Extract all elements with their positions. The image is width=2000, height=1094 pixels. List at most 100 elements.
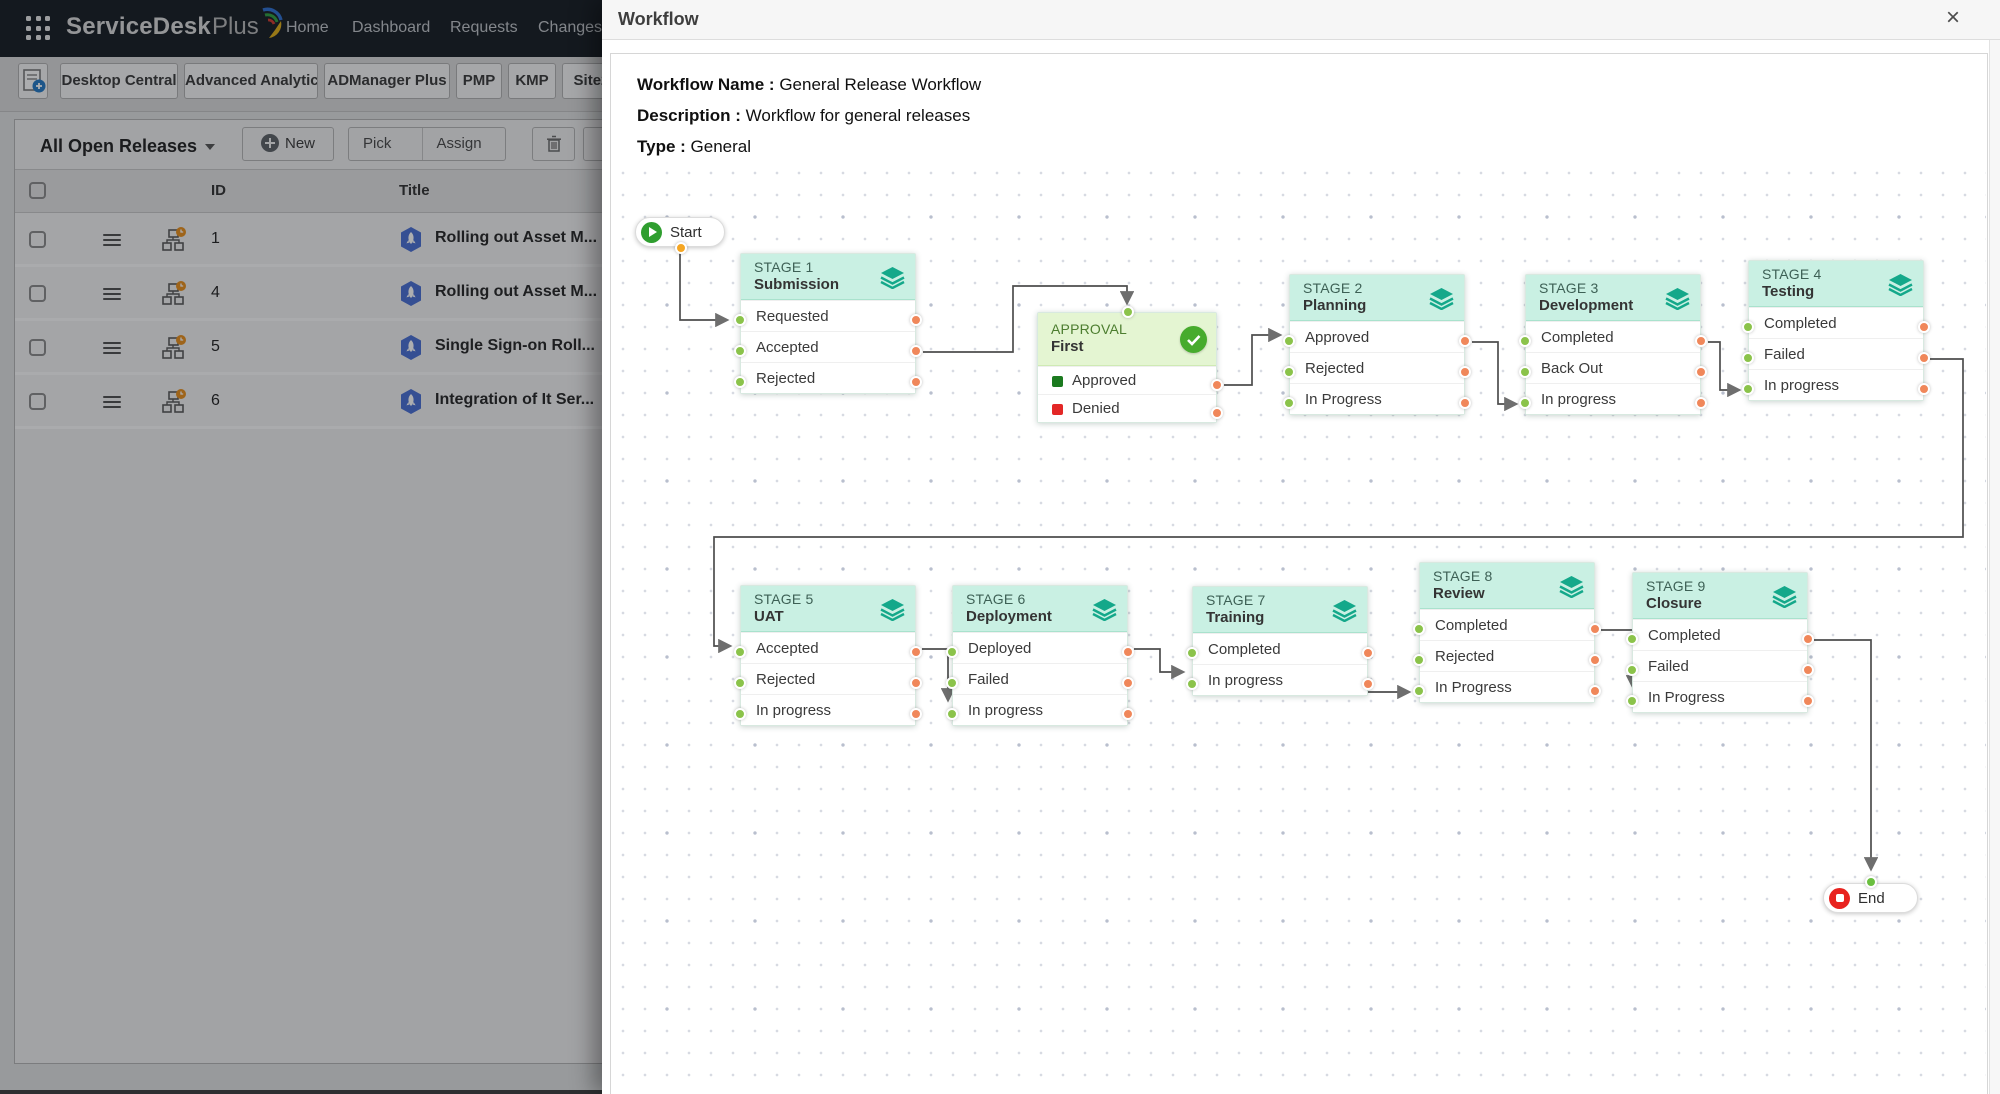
stage-card-closure[interactable]: STAGE 9 Closure Completed Failed In Prog… xyxy=(1626,572,1814,713)
status-row[interactable]: In progress xyxy=(1186,664,1374,695)
add-tab-button[interactable] xyxy=(18,63,48,99)
row-menu-icon[interactable] xyxy=(103,396,121,409)
status-row[interactable]: Rejected xyxy=(1283,352,1471,383)
out-port[interactable] xyxy=(1589,623,1601,635)
scrollbar-track[interactable] xyxy=(1989,40,2000,1094)
status-row[interactable]: Accepted xyxy=(734,331,922,362)
column-header-id[interactable]: ID xyxy=(211,182,226,199)
in-port[interactable] xyxy=(734,314,746,326)
status-row[interactable]: Approved xyxy=(1283,321,1471,352)
in-port[interactable] xyxy=(946,677,958,689)
status-row[interactable]: Rejected xyxy=(734,362,922,393)
tab-kmp[interactable]: KMP xyxy=(508,63,556,99)
status-row[interactable]: Requested xyxy=(734,300,922,331)
out-port[interactable] xyxy=(1211,378,1223,391)
out-port[interactable] xyxy=(1362,647,1374,659)
row-menu-icon[interactable] xyxy=(103,288,121,301)
in-port[interactable] xyxy=(1742,321,1754,333)
status-row[interactable]: Accepted xyxy=(734,632,922,663)
tab-desktop-central[interactable]: Desktop Central xyxy=(60,63,178,99)
status-row[interactable]: Completed xyxy=(1186,633,1374,664)
delete-button[interactable] xyxy=(532,127,575,161)
end-in-port[interactable] xyxy=(1865,876,1877,888)
start-out-port[interactable] xyxy=(675,242,687,254)
in-port[interactable] xyxy=(1626,633,1638,645)
out-port[interactable] xyxy=(1695,397,1707,409)
approval-card-first[interactable]: APPROVAL First Approved Denied xyxy=(1037,306,1223,423)
column-header-title[interactable]: Title xyxy=(399,182,430,199)
end-node[interactable]: End xyxy=(1823,876,1918,913)
out-port[interactable] xyxy=(1802,695,1814,707)
in-port[interactable] xyxy=(1519,335,1531,347)
out-port[interactable] xyxy=(1695,335,1707,347)
in-port[interactable] xyxy=(734,646,746,658)
out-port[interactable] xyxy=(1459,335,1471,347)
stage-card-deployment[interactable]: STAGE 6 Deployment Deployed Failed In pr… xyxy=(946,585,1134,726)
out-port[interactable] xyxy=(1211,406,1223,419)
stage-card-planning[interactable]: STAGE 2 Planning Approved Rejected In Pr… xyxy=(1283,274,1471,415)
out-port[interactable] xyxy=(910,708,922,720)
tab-pmp[interactable]: PMP xyxy=(456,63,502,99)
in-port[interactable] xyxy=(1283,397,1295,409)
out-port[interactable] xyxy=(910,646,922,658)
status-row[interactable]: In Progress xyxy=(1626,681,1814,712)
status-row[interactable]: In progress xyxy=(1519,383,1707,414)
in-port[interactable] xyxy=(734,708,746,720)
status-row[interactable]: Rejected xyxy=(734,663,922,694)
stage-card-testing[interactable]: STAGE 4 Testing Completed Failed In prog… xyxy=(1742,260,1930,401)
status-row[interactable]: In Progress xyxy=(1283,383,1471,414)
stage-card-training[interactable]: STAGE 7 Training Completed In progress xyxy=(1186,586,1374,696)
apps-grid-icon[interactable] xyxy=(26,16,52,42)
in-port[interactable] xyxy=(1283,366,1295,378)
release-title[interactable]: Rolling out Asset M... xyxy=(435,283,598,300)
out-port[interactable] xyxy=(1918,352,1930,364)
out-port[interactable] xyxy=(1122,708,1134,720)
stage-card-uat[interactable]: STAGE 5 UAT Accepted Rejected In progres… xyxy=(734,585,922,726)
out-port[interactable] xyxy=(1695,366,1707,378)
table-row[interactable]: 5 Single Sign-on Roll... xyxy=(15,321,653,375)
in-port[interactable] xyxy=(1519,397,1531,409)
out-port[interactable] xyxy=(1362,678,1374,690)
out-port[interactable] xyxy=(1918,383,1930,395)
status-row[interactable]: Back Out xyxy=(1519,352,1707,383)
row-checkbox[interactable] xyxy=(29,231,46,248)
in-port[interactable] xyxy=(946,646,958,658)
status-row[interactable]: Completed xyxy=(1413,609,1601,640)
status-row[interactable]: Denied xyxy=(1038,394,1223,422)
out-port[interactable] xyxy=(1122,646,1134,658)
select-all-checkbox[interactable] xyxy=(29,182,46,199)
status-row[interactable]: In progress xyxy=(946,694,1134,725)
in-port[interactable] xyxy=(1742,383,1754,395)
status-row[interactable]: Completed xyxy=(1626,619,1814,650)
row-checkbox[interactable] xyxy=(29,393,46,410)
workflow-hierarchy-icon[interactable] xyxy=(161,281,189,307)
in-port[interactable] xyxy=(1186,678,1198,690)
row-menu-icon[interactable] xyxy=(103,342,121,355)
start-node[interactable]: Start xyxy=(635,217,725,254)
nav-changes[interactable]: Changes xyxy=(538,19,603,36)
in-port[interactable] xyxy=(1413,654,1425,666)
status-row[interactable]: Failed xyxy=(1742,338,1930,369)
in-port[interactable] xyxy=(1413,623,1425,635)
status-row[interactable]: In progress xyxy=(1742,369,1930,400)
status-row[interactable]: Deployed xyxy=(946,632,1134,663)
nav-requests[interactable]: Requests xyxy=(450,19,518,36)
status-row[interactable]: Failed xyxy=(946,663,1134,694)
out-port[interactable] xyxy=(1802,633,1814,645)
status-row[interactable]: In Progress xyxy=(1413,671,1601,702)
out-port[interactable] xyxy=(1589,654,1601,666)
row-menu-icon[interactable] xyxy=(103,234,121,247)
in-port[interactable] xyxy=(946,708,958,720)
in-port[interactable] xyxy=(734,345,746,357)
in-port[interactable] xyxy=(1186,647,1198,659)
status-row[interactable]: Approved xyxy=(1038,366,1223,394)
in-port[interactable] xyxy=(734,677,746,689)
out-port[interactable] xyxy=(1802,664,1814,676)
row-checkbox[interactable] xyxy=(29,285,46,302)
workflow-hierarchy-icon[interactable] xyxy=(161,389,189,415)
out-port[interactable] xyxy=(910,376,922,388)
out-port[interactable] xyxy=(1589,685,1601,697)
in-port[interactable] xyxy=(1626,695,1638,707)
in-port[interactable] xyxy=(1283,335,1295,347)
out-port[interactable] xyxy=(910,345,922,357)
